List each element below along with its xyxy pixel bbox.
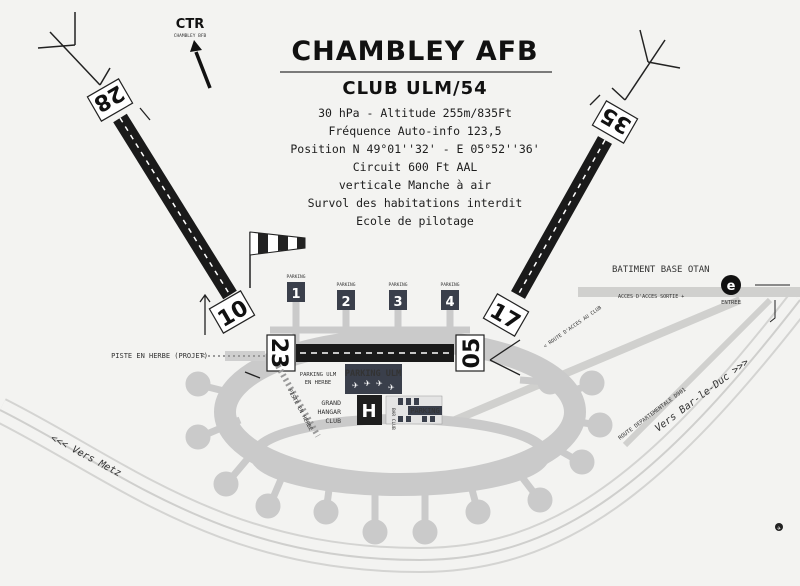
grass-runway-project-label: PISTE EN HERBE (PROJET) <box>111 352 208 360</box>
bar-club-building: PARKING <box>385 395 443 425</box>
bar-club-label: BAR CLUB <box>390 408 396 430</box>
route-acces-label: < ROUTE D'ACCES AU CLUB <box>543 305 603 350</box>
svg-text:e: e <box>727 279 736 294</box>
stand-caption-2: PARKING <box>337 282 356 288</box>
svg-text:CHAMBLEY BFB: CHAMBLEY BFB <box>174 33 207 39</box>
entree-marker[interactable]: e ENTREE <box>721 275 741 306</box>
svg-text:4: 4 <box>445 295 454 310</box>
runway-23-05 <box>296 344 454 362</box>
runway-35-17 <box>511 29 681 299</box>
grass-runway-project: < <box>201 351 265 361</box>
stand-3: 3 <box>389 290 407 310</box>
acces-label: ACCES D'ACCES SORTIE + <box>618 294 684 300</box>
runway-label-10: 10 <box>208 290 256 334</box>
grand-hangar-label-1: GRAND <box>321 399 341 407</box>
info-block: 30 hPa - Altitude 255m/835Ft Fréquence A… <box>290 106 539 228</box>
svg-text:2: 2 <box>341 295 350 310</box>
svg-text:✈: ✈ <box>777 526 781 532</box>
windsock-icon <box>249 231 306 288</box>
entree-arrows <box>755 284 790 323</box>
dispersal-pads <box>185 369 613 545</box>
svg-text:✈: ✈ <box>376 379 383 388</box>
grand-hangar-label-3: CLUB <box>325 417 341 425</box>
grand-hangar-label-2: HANGAR <box>318 408 342 416</box>
map-title: CHAMBLEY AFB <box>291 36 538 67</box>
svg-text:1: 1 <box>291 287 300 302</box>
approach-arrows <box>139 94 601 379</box>
info-line-1: 30 hPa - Altitude 255m/835Ft <box>318 106 512 120</box>
info-line-5: verticale Manche à air <box>339 178 491 192</box>
svg-text:H: H <box>361 401 376 422</box>
batiment-label: BATIMENT BASE OTAN <box>612 265 710 275</box>
stand-caption-1: PARKING <box>287 274 306 280</box>
map-subtitle: CLUB ULM/54 <box>342 78 487 99</box>
runway-28-10 <box>37 12 237 300</box>
svg-text:✈: ✈ <box>352 381 359 390</box>
info-line-6: Survol des habitations interdit <box>308 196 523 210</box>
runway-label-17: 17 <box>482 293 530 337</box>
parking-ulm-herbe-label-2: EN HERBE <box>305 380 332 386</box>
stand-4: 4 <box>441 290 459 310</box>
stand-1: 1 <box>287 282 305 302</box>
info-line-4: Circuit 600 Ft AAL <box>353 160 478 174</box>
svg-text:PARKING ULM: PARKING ULM <box>345 369 401 379</box>
info-line-7: Ecole de pilotage <box>356 214 474 228</box>
stand-2: 2 <box>337 290 355 310</box>
info-line-2: Fréquence Auto-info 123,5 <box>328 124 501 138</box>
svg-text:CTR: CTR <box>176 17 204 32</box>
parking-ulm-herbe-label-1: PARKING ULM <box>300 372 337 378</box>
svg-text:PARKING: PARKING <box>410 407 440 415</box>
ctr-north-arrow: CTR CHAMBLEY BFB <box>174 17 212 89</box>
grass-runway <box>275 364 321 438</box>
access-road <box>453 296 742 424</box>
svg-text:<: < <box>201 352 205 360</box>
svg-text:✈: ✈ <box>364 379 371 388</box>
svg-text:3: 3 <box>393 295 402 310</box>
stand-caption-3: PARKING <box>389 282 408 288</box>
runway-label-23: 23 <box>266 334 296 372</box>
parking-ulm-block: PARKING ULM ✈ ✈ ✈ ✈ <box>345 364 402 394</box>
stand-caption-4: PARKING <box>441 282 460 288</box>
info-line-3: Position N 49°01''32' - E 05°52''36' <box>290 142 539 156</box>
logo-icon: ✈ <box>775 523 783 532</box>
svg-text:ENTREE: ENTREE <box>721 300 741 306</box>
runway-label-35: 35 <box>591 100 639 144</box>
svg-text:23: 23 <box>266 338 291 369</box>
runway-label-05: 05 <box>455 334 485 372</box>
svg-text:05: 05 <box>460 338 485 369</box>
grand-hangar: H <box>357 395 382 425</box>
svg-text:✈: ✈ <box>388 383 395 392</box>
